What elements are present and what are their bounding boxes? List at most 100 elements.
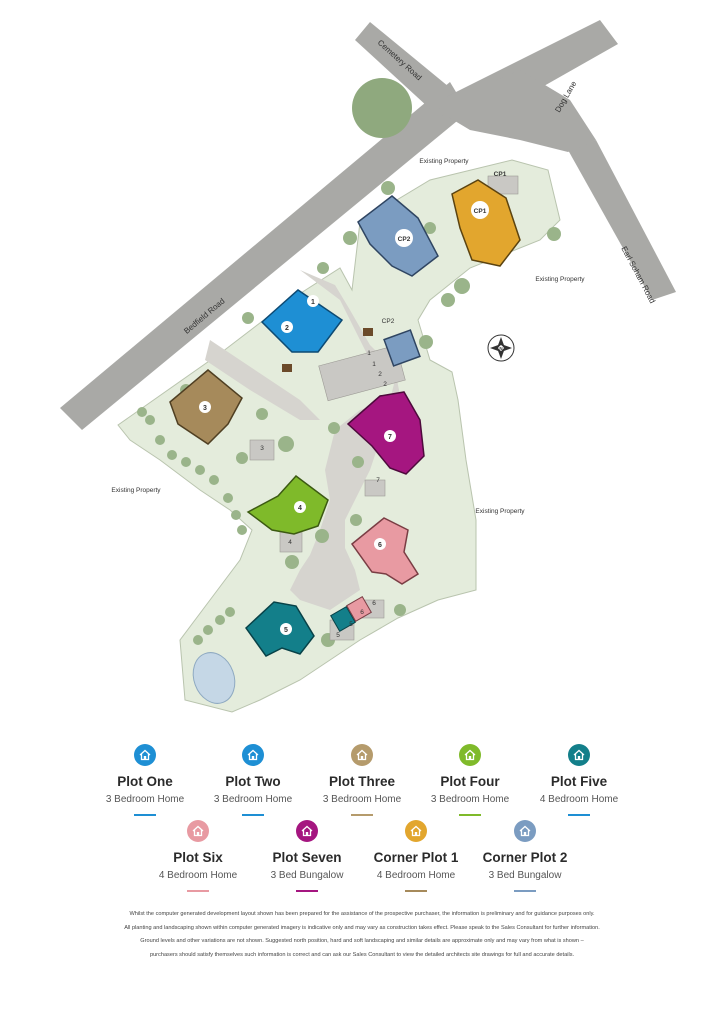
disclaimer-line: All planting and landscaping shown withi… bbox=[124, 924, 600, 931]
legend-plot-five[interactable]: Plot Five 4 Bedroom Home bbox=[525, 744, 633, 816]
legend-sub: 3 Bedroom Home bbox=[430, 794, 510, 805]
legend-line bbox=[351, 814, 373, 816]
trees bbox=[137, 181, 561, 647]
legend-sub: 3 Bedroom Home bbox=[322, 794, 402, 805]
cp1-marker: CP1 bbox=[474, 208, 487, 215]
legend-line bbox=[187, 890, 209, 892]
plot-6-house[interactable]: 6 bbox=[350, 517, 420, 585]
legend-sub: 3 Bed Bungalow bbox=[270, 870, 344, 881]
shed bbox=[282, 364, 292, 372]
legend-sub: 3 Bedroom Home bbox=[105, 794, 185, 805]
legend-sub: 3 Bed Bungalow bbox=[488, 870, 562, 881]
cemetery-road bbox=[355, 22, 460, 118]
legend-plot-seven[interactable]: Plot Seven 3 Bed Bungalow bbox=[253, 820, 361, 892]
legend-title: Plot Three bbox=[328, 774, 395, 789]
existing-property-label-3: Existing Property bbox=[111, 487, 161, 494]
svg-text:5: 5 bbox=[349, 621, 353, 628]
earl-soham-road bbox=[568, 140, 676, 300]
north-compass-icon: N bbox=[487, 334, 515, 362]
existing-property-label-4: Existing Property bbox=[475, 508, 525, 515]
legend-title: Plot Five bbox=[550, 774, 608, 789]
plot-7-marker: 7 bbox=[388, 434, 392, 441]
plot-1-2-house[interactable]: 1 2 bbox=[260, 289, 344, 353]
disclaimer-line: purchasers should satisfy themselves suc… bbox=[149, 951, 575, 958]
existing-property-label-1: Existing Property bbox=[419, 158, 469, 165]
disclaimer-line: Whilst the computer generated developmen… bbox=[129, 911, 595, 917]
svg-text:5: 5 bbox=[336, 632, 340, 639]
legend-line bbox=[459, 814, 481, 816]
parking-labels: CP1 CP2 1 1 2 2 3 7 4 5 6 5 6 bbox=[260, 171, 507, 639]
legend-plot-two[interactable]: Plot Two 3 Bedroom Home bbox=[199, 744, 307, 816]
house-icon bbox=[405, 820, 427, 842]
legend-title: Plot Two bbox=[225, 774, 281, 789]
legend-sub: 4 Bedroom Home bbox=[376, 870, 456, 881]
disclaimer-line: Ground levels and other variations are n… bbox=[140, 938, 584, 944]
svg-text:CP2: CP2 bbox=[382, 318, 395, 325]
svg-text:2: 2 bbox=[383, 381, 387, 388]
svg-text:CP1: CP1 bbox=[494, 171, 507, 178]
disclaimer-text: Whilst the computer generated developmen… bbox=[60, 908, 664, 962]
legend-sub: 3 Bedroom Home bbox=[213, 794, 293, 805]
svg-text:7: 7 bbox=[376, 477, 380, 484]
shed bbox=[363, 328, 373, 336]
legend-title: Corner Plot 1 bbox=[373, 850, 459, 865]
legend-plot-one[interactable]: Plot One 3 Bedroom Home bbox=[91, 744, 199, 816]
legend-corner-plot-1[interactable]: Corner Plot 1 4 Bedroom Home bbox=[362, 820, 470, 892]
svg-text:1: 1 bbox=[372, 361, 376, 368]
plot-7-house[interactable]: 7 bbox=[346, 391, 425, 475]
bedfield-road bbox=[60, 82, 468, 430]
corner-plot-2-garage[interactable] bbox=[383, 329, 421, 367]
plot-4-marker: 4 bbox=[298, 505, 302, 512]
legend-line bbox=[134, 814, 156, 816]
large-tree bbox=[352, 78, 412, 138]
legend-plot-six[interactable]: Plot Six 4 Bedroom Home bbox=[144, 820, 252, 892]
legend-plot-three[interactable]: Plot Three 3 Bedroom Home bbox=[308, 744, 416, 816]
house-icon bbox=[296, 820, 318, 842]
legend-line bbox=[242, 814, 264, 816]
house-icon bbox=[134, 744, 156, 766]
legend-line bbox=[568, 814, 590, 816]
legend-line bbox=[405, 890, 427, 892]
house-icon bbox=[459, 744, 481, 766]
legend-title: Plot Six bbox=[173, 850, 223, 865]
compass-n-label: N bbox=[499, 346, 502, 351]
house-icon bbox=[187, 820, 209, 842]
svg-text:2: 2 bbox=[378, 371, 382, 378]
drive-spur bbox=[205, 340, 320, 420]
svg-text:4: 4 bbox=[288, 539, 292, 546]
legend-title: Plot Seven bbox=[272, 850, 342, 865]
site-plan-map: CP1 CP2 1 2 3 7 4 6 5 bbox=[60, 20, 676, 713]
legend-sub: 4 Bedroom Home bbox=[539, 794, 619, 805]
existing-property-label-2: Existing Property bbox=[535, 276, 585, 283]
plot-5-garage[interactable] bbox=[330, 606, 356, 632]
legend-title: Plot One bbox=[117, 774, 173, 789]
house-icon bbox=[568, 744, 590, 766]
house-icon bbox=[514, 820, 536, 842]
plot-1-marker: 1 bbox=[311, 299, 315, 306]
corner-plot-1-house[interactable]: CP1 bbox=[451, 179, 521, 267]
house-icon bbox=[242, 744, 264, 766]
plot-3-house[interactable]: 3 bbox=[169, 369, 243, 445]
legend-plot-four[interactable]: Plot Four 3 Bedroom Home bbox=[416, 744, 524, 816]
svg-text:1: 1 bbox=[367, 350, 371, 357]
svg-text:6: 6 bbox=[372, 600, 376, 607]
plot-6-garage[interactable] bbox=[346, 596, 372, 622]
house-icon bbox=[351, 744, 373, 766]
legend-line bbox=[296, 890, 318, 892]
svg-text:3: 3 bbox=[260, 445, 264, 452]
corner-plot-2-house[interactable]: CP2 bbox=[357, 195, 439, 277]
legend-sub: 4 Bedroom Home bbox=[158, 870, 238, 881]
plot-3-marker: 3 bbox=[203, 405, 207, 412]
legend-title: Corner Plot 2 bbox=[482, 850, 568, 865]
pond bbox=[192, 652, 236, 704]
legend-title: Plot Four bbox=[440, 774, 500, 789]
road-junction bbox=[430, 70, 596, 152]
legend-line bbox=[514, 890, 536, 892]
cp2-marker: CP2 bbox=[398, 236, 411, 243]
legend-corner-plot-2[interactable]: Corner Plot 2 3 Bed Bungalow bbox=[471, 820, 579, 892]
svg-text:6: 6 bbox=[360, 609, 364, 616]
plot-6-marker: 6 bbox=[378, 542, 382, 549]
plot-2-marker: 2 bbox=[285, 325, 289, 332]
plot-4-house[interactable]: 4 bbox=[246, 474, 329, 535]
plot-5-house[interactable]: 5 bbox=[245, 601, 315, 657]
